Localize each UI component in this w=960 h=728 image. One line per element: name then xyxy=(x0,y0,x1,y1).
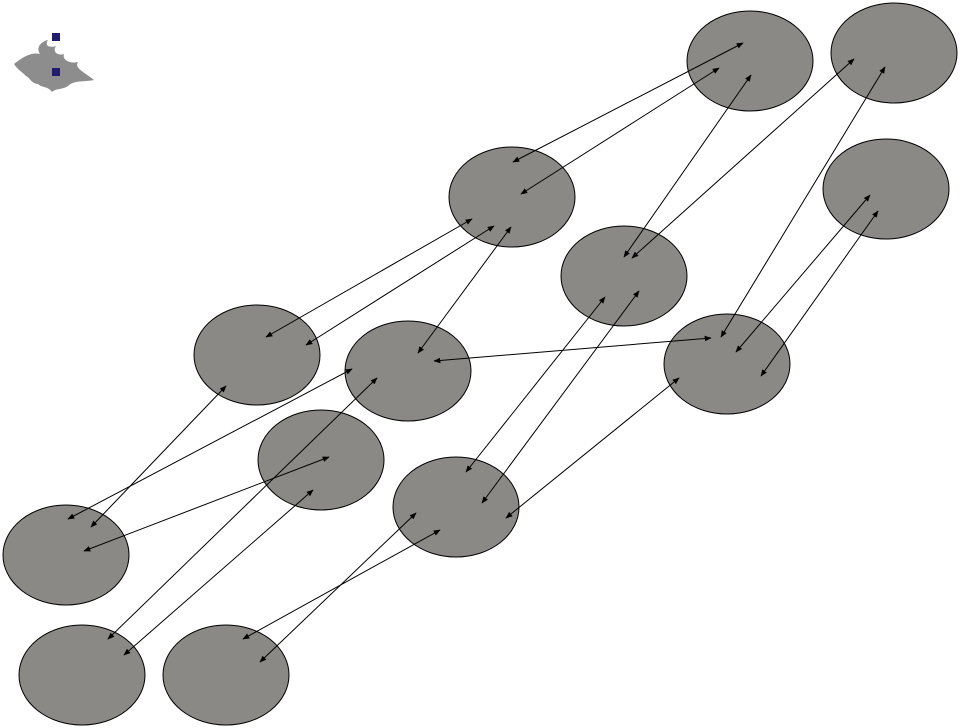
bidirectional-arrow-7 xyxy=(760,210,879,377)
flame-emblem-icon xyxy=(14,40,94,92)
bullet-square-icon xyxy=(52,68,60,76)
bidirectional-arrow-13 xyxy=(481,290,640,504)
bidirectional-arrow-2 xyxy=(520,67,720,195)
bidirectional-arrow-8 xyxy=(265,218,473,338)
bullet-square-icon xyxy=(52,33,60,41)
bidirectional-arrow-10 xyxy=(417,226,512,354)
node-ellipse-4 xyxy=(822,138,950,240)
bidirectional-arrow-1 xyxy=(512,42,744,163)
node-ellipse-7 xyxy=(344,320,472,422)
university-flame-logo xyxy=(14,33,94,92)
bidirectional-arrow-12 xyxy=(465,296,606,473)
node-ellipse-1 xyxy=(686,10,814,112)
bidirectional-arrow-14 xyxy=(505,377,680,519)
node-ellipse-3 xyxy=(448,146,576,248)
node-ellipse-2 xyxy=(830,2,958,104)
bidirectional-arrow-3 xyxy=(623,74,752,258)
node-ellipse-6 xyxy=(193,304,321,406)
node-ellipse-11 xyxy=(2,504,130,606)
node-ellipse-12 xyxy=(18,624,146,726)
node-ellipse-13 xyxy=(162,624,290,726)
bidirectional-arrow-20 xyxy=(259,512,417,663)
node-ellipse-8 xyxy=(663,313,791,415)
bidirectional-arrow-15 xyxy=(90,385,227,528)
edge-layer xyxy=(67,42,886,663)
node-ellipse-10 xyxy=(392,456,520,558)
bidirectional-arrow-21 xyxy=(242,529,441,640)
bidirectional-arrow-6 xyxy=(735,194,871,353)
